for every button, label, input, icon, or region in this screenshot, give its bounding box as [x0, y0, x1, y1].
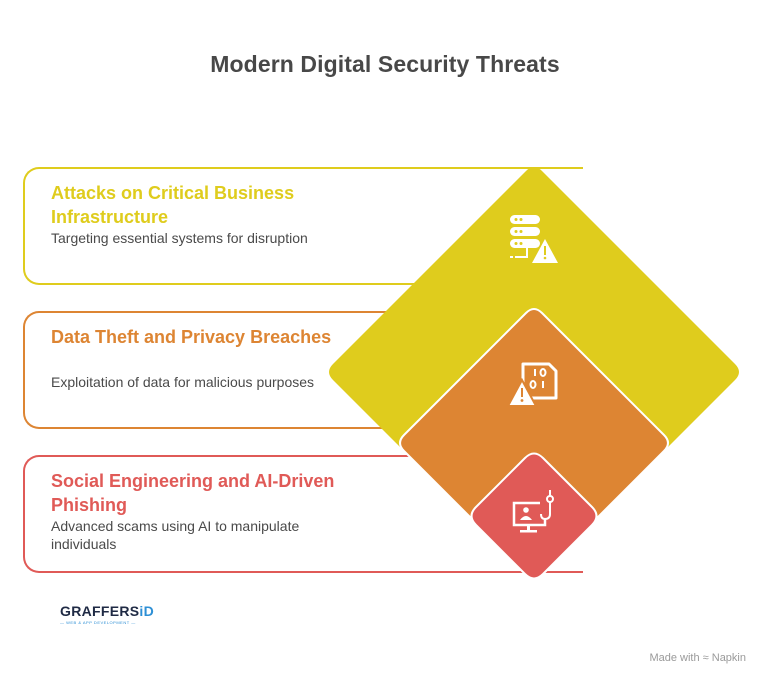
server-warning-icon: [510, 215, 558, 263]
graffersid-logo: GRAFFERSiD — WEB & APP DEVELOPMENT —: [60, 603, 154, 625]
made-with-napkin: Made with ≈ Napkin: [649, 652, 746, 664]
card-heading: Attacks on Critical Business Infrastruct…: [51, 183, 295, 227]
binary-file-warning-icon: [506, 362, 558, 407]
card-heading: Data Theft and Privacy Breaches: [51, 327, 332, 347]
footer-brand: Napkin: [711, 652, 746, 664]
monitor-phishing-hook-icon: [512, 490, 554, 533]
card-heading: Social Engineering and AI-Driven Phishin…: [51, 471, 335, 515]
logo-brand-suffix: iD: [139, 603, 155, 619]
card-description: Targeting essential systems for disrupti…: [51, 230, 308, 246]
logo-brand-prefix: GRAFFERS: [60, 603, 140, 619]
card-description: Advanced scams using AI to manipulate in…: [51, 518, 300, 552]
page-title: Modern Digital Security Threats: [210, 51, 560, 77]
napkin-icon: ≈: [702, 652, 709, 664]
footer-made-with: Made with: [649, 652, 700, 664]
diamond-level-3: [470, 452, 598, 580]
card-description: Exploitation of data for malicious purpo…: [51, 374, 315, 390]
logo-tagline: — WEB & APP DEVELOPMENT —: [60, 620, 136, 625]
